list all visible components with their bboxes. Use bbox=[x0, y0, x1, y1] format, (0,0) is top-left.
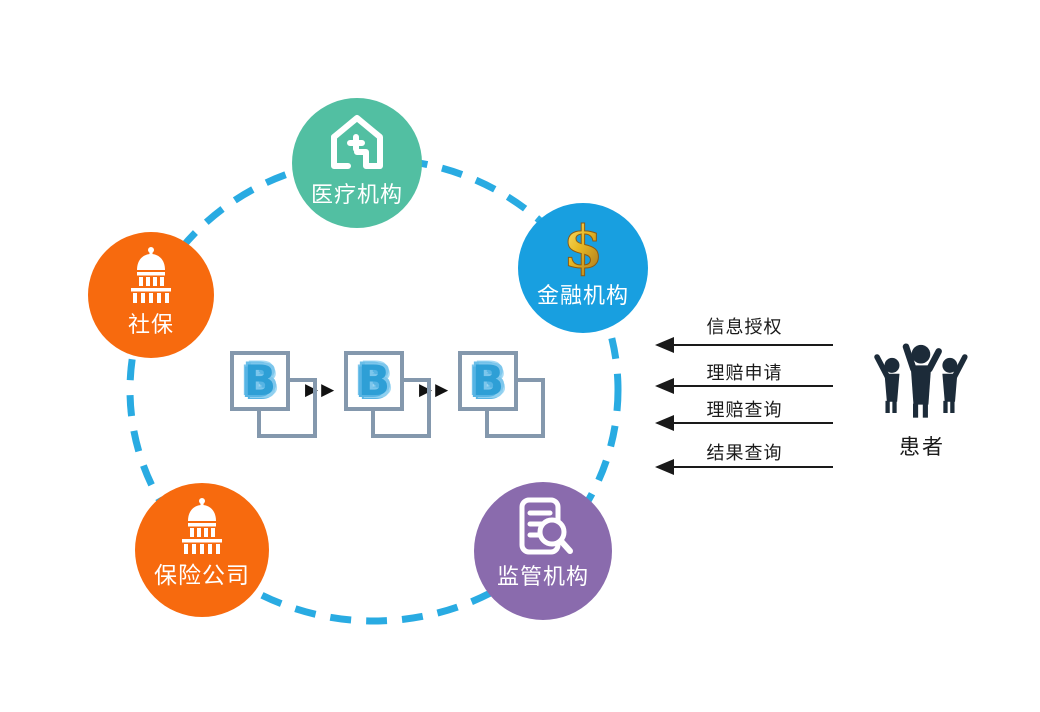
block-front-square: B bbox=[230, 351, 290, 411]
flow-arrow-left bbox=[655, 415, 833, 431]
flow-label-info-authorization: 信息授权 bbox=[706, 317, 783, 337]
blockchain-block: B bbox=[230, 351, 322, 443]
government-building-icon bbox=[135, 495, 269, 559]
block-letter: B bbox=[357, 356, 390, 405]
node-label: 医疗机构 bbox=[310, 182, 403, 207]
node-financial-institution: $ 金融机构 bbox=[518, 203, 648, 333]
blockchain-block: B bbox=[344, 351, 436, 443]
node-social-security: 社保 bbox=[88, 232, 214, 358]
flow-arrow-left bbox=[655, 337, 833, 353]
document-search-icon bbox=[474, 494, 612, 566]
flow-arrow-left bbox=[655, 459, 833, 475]
people-cheering-icon bbox=[868, 343, 976, 427]
node-label: 监管机构 bbox=[496, 564, 589, 589]
chain-link-arrow: ▶▶ bbox=[305, 380, 338, 400]
block-front-square: B bbox=[458, 351, 518, 411]
flow-label-claim-inquiry: 理赔查询 bbox=[706, 400, 783, 420]
actor-label: 患者 bbox=[899, 436, 945, 459]
node-label: 保险公司 bbox=[154, 562, 250, 588]
flow-label-claim-application: 理赔申请 bbox=[706, 363, 783, 383]
actor-patient: 患者 bbox=[868, 343, 976, 461]
hospital-house-icon bbox=[292, 110, 422, 172]
node-label: 金融机构 bbox=[536, 283, 629, 308]
svg-text:$: $ bbox=[563, 215, 603, 281]
node-insurance-company: 保险公司 bbox=[135, 483, 269, 617]
node-regulator: 监管机构 bbox=[474, 482, 612, 620]
node-medical-institution: 医疗机构 bbox=[292, 98, 422, 228]
chain-link-arrow: ▶▶ bbox=[419, 380, 452, 400]
dollar-icon: $ bbox=[518, 215, 648, 281]
block-front-square: B bbox=[344, 351, 404, 411]
node-label: 社保 bbox=[127, 312, 174, 337]
block-letter: B bbox=[243, 356, 276, 405]
flow-arrow-left bbox=[655, 378, 833, 394]
blockchain-block: B bbox=[458, 351, 550, 443]
block-letter: B bbox=[471, 356, 504, 405]
government-building-icon bbox=[88, 244, 214, 308]
flow-label-result-inquiry: 结果查询 bbox=[706, 443, 783, 463]
